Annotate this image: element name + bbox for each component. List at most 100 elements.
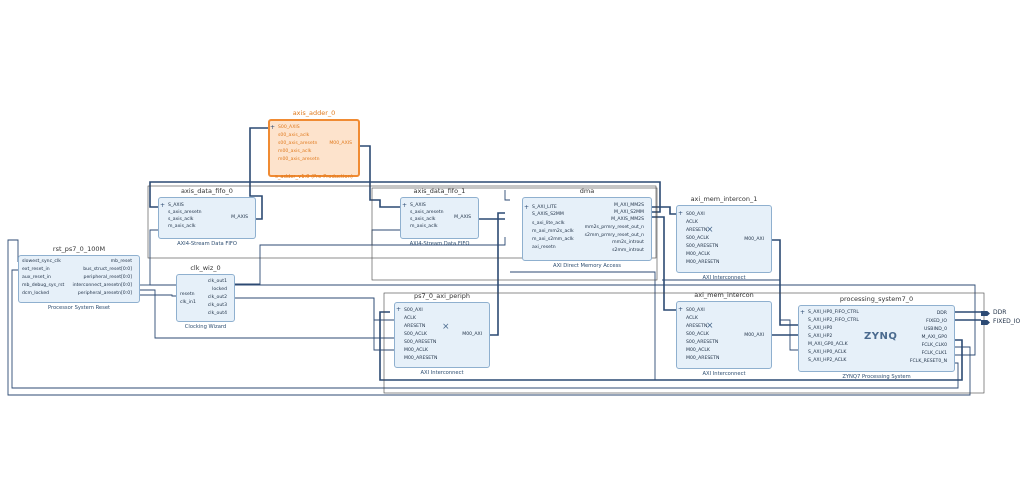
port-in[interactable]: M00_ARESETN xyxy=(404,356,438,361)
block-axis-adder[interactable]: axis_adder_0 + S00_AXIS s00_axis_aclk s0… xyxy=(268,109,360,180)
port-out[interactable]: s2mm_prmry_reset_out_n xyxy=(584,233,644,238)
port-out[interactable]: FCLK_CLK1 xyxy=(921,351,947,356)
port-out[interactable]: M_AXI_GP0 xyxy=(921,335,947,340)
port-out[interactable]: bus_struct_reset[0:0] xyxy=(83,267,132,272)
port-in[interactable]: S00_ACLK xyxy=(686,236,709,241)
port-in[interactable]: S00_AXI xyxy=(686,212,705,217)
expand-icon[interactable]: + xyxy=(396,306,402,313)
port-in[interactable]: s00_axis_aclk xyxy=(278,133,310,138)
port-in[interactable]: S00_ARESETN xyxy=(404,340,437,345)
block-axis-data-fifo-0[interactable]: axis_data_fifo_0 + S_AXIS s_axis_aresetn… xyxy=(158,187,256,247)
port-in[interactable]: S00_ACLK xyxy=(686,332,709,337)
port-in[interactable]: ARESETN xyxy=(404,324,426,329)
port-in[interactable]: s_axis_aclk xyxy=(410,217,436,222)
external-port-ddr[interactable]: DDR xyxy=(993,309,1007,316)
port-in[interactable]: clk_in1 xyxy=(180,300,196,305)
block-axi-mem-intercon[interactable]: axi_mem_intercon + S00_AXI ACLK ARESETN … xyxy=(676,291,772,377)
port-in[interactable]: m_axis_aclk xyxy=(410,224,438,229)
port-in[interactable]: M00_ARESETN xyxy=(686,356,720,361)
port-in[interactable]: M00_ACLK xyxy=(686,348,710,353)
port-out[interactable]: M_AXI_MM2S xyxy=(614,203,644,208)
port-in[interactable]: S_AXIS xyxy=(410,203,426,208)
port-in[interactable]: s_axis_aresetn xyxy=(410,210,444,215)
port-in[interactable]: m00_axis_aresetn xyxy=(278,157,320,162)
expand-icon[interactable]: + xyxy=(678,306,684,313)
expand-icon[interactable]: + xyxy=(800,309,806,316)
port-in[interactable]: M00_ACLK xyxy=(686,252,710,257)
expand-icon[interactable]: + xyxy=(160,202,166,209)
port-out[interactable]: clk_out4 xyxy=(207,311,227,316)
port-out[interactable]: M_AXI_S2MM xyxy=(614,210,644,215)
external-port-icon[interactable] xyxy=(981,311,990,316)
port-in[interactable]: S_AXI_HP2 xyxy=(808,334,833,339)
port-out[interactable]: M00_AXI xyxy=(744,237,764,242)
port-in[interactable]: m_axi_s2mm_aclk xyxy=(532,237,574,242)
port-in[interactable]: S00_ACLK xyxy=(404,332,427,337)
port-out[interactable]: mm2s_introut xyxy=(612,240,644,245)
port-out[interactable]: USBIND_0 xyxy=(924,327,947,332)
port-out[interactable]: interconnect_aresetn[0:0] xyxy=(72,283,132,288)
expand-icon[interactable]: + xyxy=(402,202,408,209)
port-in[interactable]: dcm_locked xyxy=(22,291,50,296)
port-out[interactable]: DDR xyxy=(936,311,947,316)
port-in[interactable]: S00_AXI xyxy=(404,308,423,313)
port-in[interactable]: ACLK xyxy=(404,316,416,321)
port-in[interactable]: aux_reset_in xyxy=(22,275,51,280)
block-clk-wiz[interactable]: clk_wiz_0 resetn clk_in1 clk_out1 locked… xyxy=(176,264,235,330)
port-in[interactable]: S00_ARESETN xyxy=(686,340,719,345)
port-in[interactable]: axi_resetn xyxy=(532,245,556,250)
port-out[interactable]: locked xyxy=(212,287,227,292)
port-in[interactable]: S00_AXIS xyxy=(278,125,300,130)
port-in[interactable]: M00_ACLK xyxy=(404,348,428,353)
port-in[interactable]: ext_reset_in xyxy=(22,267,50,272)
port-out[interactable]: s2mm_introut xyxy=(612,248,644,253)
port-out[interactable]: FIXED_IO xyxy=(926,319,947,324)
port-in[interactable]: S_AXIS xyxy=(168,203,184,208)
port-in[interactable]: s_axi_lite_aclk xyxy=(532,221,565,226)
port-out[interactable]: mm2s_prmry_reset_out_n xyxy=(584,225,644,230)
block-dma[interactable]: dma + S_AXI_LITE S_AXIS_S2MM s_axi_lite_… xyxy=(522,187,652,269)
external-port-icon[interactable] xyxy=(981,320,990,325)
port-in[interactable]: S00_ARESETN xyxy=(686,244,719,249)
port-in[interactable]: s_axis_aclk xyxy=(168,217,194,222)
port-in[interactable]: m_axis_aclk xyxy=(168,224,196,229)
port-in[interactable]: s00_axis_aresetn xyxy=(278,141,318,146)
port-in[interactable]: ACLK xyxy=(686,316,698,321)
external-port-fixed-io[interactable]: FIXED_IO xyxy=(993,318,1021,325)
port-in[interactable]: M_AXI_GP0_ACLK xyxy=(808,342,848,347)
expand-icon[interactable]: + xyxy=(524,204,530,211)
port-in[interactable]: S00_AXI xyxy=(686,308,705,313)
port-out[interactable]: FCLK_CLK0 xyxy=(921,343,947,348)
port-in[interactable]: S_AXI_LITE xyxy=(532,205,557,210)
port-in[interactable]: m00_axis_aclk xyxy=(278,149,312,154)
port-in[interactable]: resetn xyxy=(180,292,195,297)
block-ps7-axi-periph[interactable]: ps7_0_axi_periph + S00_AXI ACLK ARESETN … xyxy=(394,292,490,376)
block-rst-ps7[interactable]: rst_ps7_0_100M slowest_sync_clk ext_rese… xyxy=(18,245,140,311)
port-out[interactable]: M00_AXIS xyxy=(329,141,352,146)
port-out[interactable]: M00_AXI xyxy=(462,332,482,337)
port-in[interactable]: S_AXI_HP2_FIFO_CTRL xyxy=(808,318,859,323)
port-out[interactable]: M_AXIS_MM2S xyxy=(611,217,644,222)
port-out[interactable]: M_AXIS xyxy=(454,215,471,220)
port-in[interactable]: S_AXI_HP2_ACLK xyxy=(808,358,847,363)
block-axi-mem-intercon-1[interactable]: axi_mem_intercon_1 + S00_AXI ACLK ARESET… xyxy=(676,195,772,281)
port-in[interactable]: ACLK xyxy=(686,220,698,225)
port-in[interactable]: s_axis_aresetn xyxy=(168,210,202,215)
port-out[interactable]: clk_out1 xyxy=(207,279,227,284)
port-in[interactable]: S_AXIS_S2MM xyxy=(532,212,564,217)
port-in[interactable]: S_AXI_HP0_FIFO_CTRL xyxy=(808,310,859,315)
expand-icon[interactable]: + xyxy=(270,124,276,131)
port-in[interactable]: m_axi_mm2s_aclk xyxy=(532,229,574,234)
port-out[interactable]: M_AXIS xyxy=(231,215,248,220)
port-in[interactable]: ARESETN xyxy=(686,324,708,329)
expand-icon[interactable]: + xyxy=(678,210,684,217)
port-out[interactable]: mb_reset xyxy=(110,259,132,264)
block-processing-system7[interactable]: processing_system7_0 + S_AXI_HP0_FIFO_CT… xyxy=(798,295,955,380)
port-out[interactable]: FCLK_RESET0_N xyxy=(909,359,947,364)
port-in[interactable]: S_AXI_HP0 xyxy=(808,326,833,331)
port-out[interactable]: clk_out3 xyxy=(207,303,227,308)
port-in[interactable]: S_AXI_HP0_ACLK xyxy=(808,350,847,355)
port-in[interactable]: mb_debug_sys_rst xyxy=(22,283,65,288)
port-in[interactable]: ARESETN xyxy=(686,228,708,233)
